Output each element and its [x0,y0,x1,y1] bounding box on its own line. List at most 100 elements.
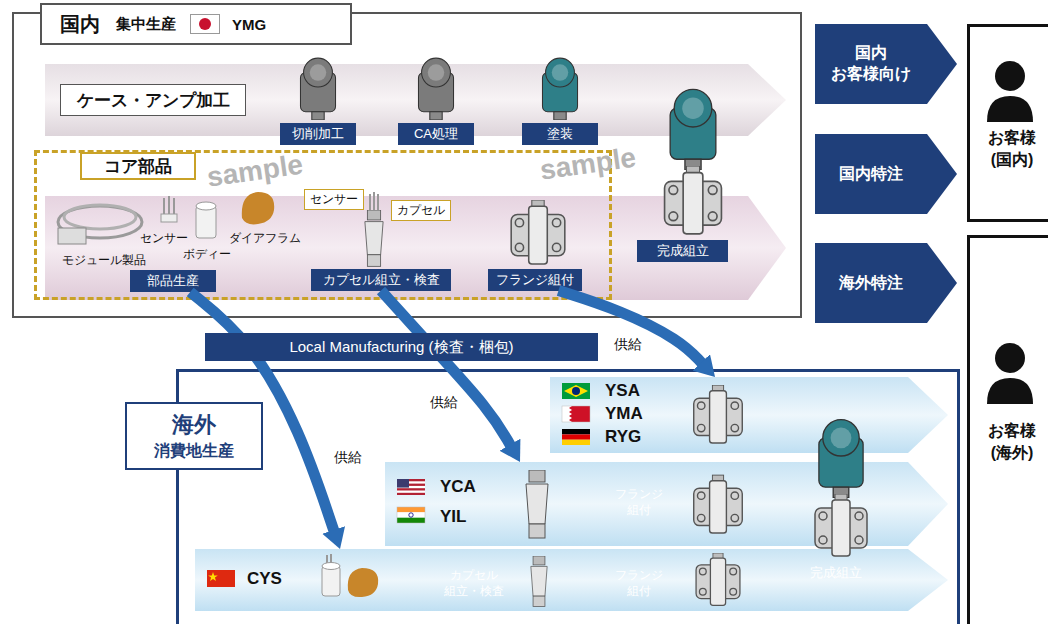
arrow-shape [815,24,957,104]
node-text: 国内特注 [839,164,903,185]
flags-part [397,486,425,488]
text-slot: YIL [440,506,466,528]
customer-icons-part [995,343,1025,373]
flow-band: フランジ 組付 YCA YIL [385,462,948,546]
node-text: 国内 [60,11,100,38]
complete-transmitter [665,89,722,233]
region-panel: ケース・アンプ加工切削加工CA処理塗装部品生産センサーカプセルカプセル組立・検査… [12,12,802,318]
sensor-part-part [173,198,175,222]
flags-part [207,570,235,587]
flags-part [409,513,413,517]
flow-arrow: 国内特注 [815,134,957,214]
edge-label: 供給 [428,394,460,410]
flow-arrow: 海外特注 [815,243,957,323]
node-text: 切削加工 [292,125,344,143]
flags-part [397,512,425,517]
step-tag: 完成組立 [637,240,728,262]
step-tag: フランジ 組付 [598,484,680,522]
flags-part [397,481,425,483]
supply-arrow [190,292,334,531]
text-slot: YCA [440,476,476,498]
watermark: sample [538,142,638,186]
overseas-icons-part [531,556,547,607]
module-product-part [58,228,86,244]
region-panel: YSAYMARYGフランジ 組付YCAYILカプセル 組立・検査フランジ 組付完… [176,369,960,624]
frame-heading: コア部品 [80,152,196,180]
node-text: カプセル [397,202,445,219]
watermark-slot: sample [538,142,638,187]
supply-arrow [381,291,511,446]
customer-box: お客様 (海外) [967,235,1048,624]
overseas-icons-part [694,385,743,443]
node-text: カプセル組立・検査 [323,271,440,289]
overseas-icons-part [694,475,743,533]
case-icons-part [300,58,335,120]
node-text: お客様 (海外) [970,420,1048,465]
body-part-part [196,202,216,210]
node-text: 国内 お客様向け [827,43,915,85]
flags-part [562,383,590,399]
overseas-icons-part-part [330,554,332,566]
step-tag: フランジ 組付 [598,565,680,603]
overseas-icons-part [348,568,378,597]
overseas-icons-part [526,470,548,538]
step-tag: 塗装 [522,123,598,145]
step-tag: 部品生産 [130,270,216,292]
sensor-part [161,196,177,222]
overseas-icons-part [819,420,863,498]
node-text: RYG [605,427,641,446]
band-shape-part [550,377,948,453]
flags [207,383,590,587]
band-shape-part [195,549,948,611]
step-tag: カプセル組立・検査 [311,269,451,291]
sensor-part-part [163,198,165,222]
core-capsule-part-part [377,194,379,210]
step-tag: CA処理 [398,123,474,145]
step-tag: フランジ組付 [488,269,582,291]
part-label: ダイアフラム [229,231,301,245]
core-parts-frame: 部品生産 センサー カプセルカプセル組立・検査 フランジ組付 コア部品 [34,150,612,300]
part-label-slot: ボディー [183,244,231,263]
part-label: モジュール製品 [62,253,146,267]
arrow-shape-part [815,243,957,323]
node-text: CA処理 [414,125,458,143]
flow-band: カプセル 組立・検査フランジ 組付完成組立CYS [195,549,948,611]
sensor-part-part [161,214,177,222]
customer-icons-part [987,96,1033,122]
node-text: YCA [440,477,476,496]
flags-part [562,440,590,445]
flags-part [564,385,588,397]
region-tab: 国内集中生産YMG [40,3,352,45]
japan-flag-part [199,18,211,30]
node-text: 完成組立 [657,242,709,260]
customer-icons-part [995,61,1025,91]
flags-part [397,479,409,488]
flags-part [397,507,425,523]
part-label-slot: センサー [140,228,188,247]
japan-flag-part [191,15,220,34]
flags-part [397,479,425,495]
region-heading: 海外消費地生産 [125,402,263,470]
edge-label: 供給 [332,449,364,465]
node-text: 消費地生産 [154,440,234,462]
edge-label-slot: 供給 [612,335,644,354]
core-capsule-part [365,210,383,266]
overseas-icons-part [696,553,740,605]
node-text: 塗装 [547,125,573,143]
flags-part [562,434,590,439]
edge-label-slot: 供給 [332,448,364,467]
case-icons-part [542,58,577,120]
step-tag: 切削加工 [280,123,356,145]
overseas-icons-part [815,494,867,556]
body-part [196,202,216,238]
node-text: カプセル 組立・検査 [443,568,505,599]
core-band [45,196,786,300]
node-text: 海外 [172,410,216,440]
core-capsule-part-part [373,192,375,210]
text-slot: YMA [605,403,643,425]
flags-part [562,406,590,422]
diaphragm-part [242,192,274,224]
flow-arrow: 国内 お客様向け [815,24,957,104]
callout-box: カプセル [391,200,451,221]
